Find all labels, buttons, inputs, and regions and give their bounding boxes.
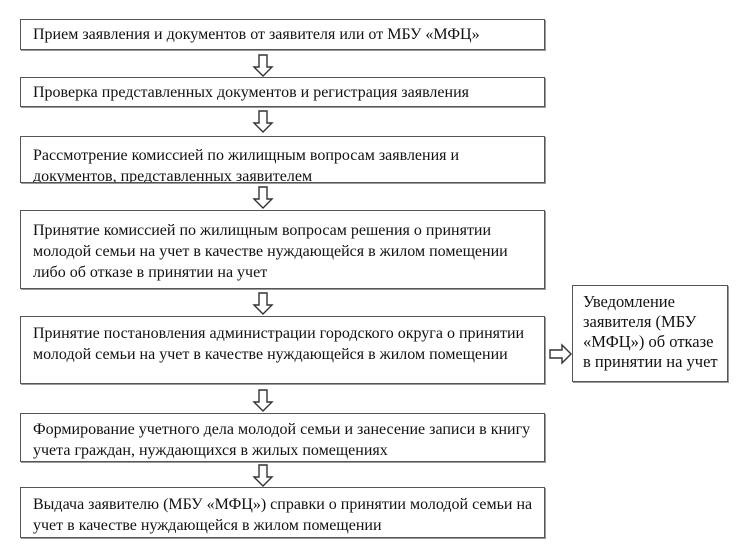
step-5-box: Принятие постановления администрации гор… (20, 316, 545, 384)
step-1-box: Прием заявления и документов от заявител… (20, 19, 545, 50)
down-arrow-icon (252, 389, 274, 412)
step-7-text: Выдача заявителю (МБУ «МФЦ») справки о п… (33, 496, 533, 534)
step-4-box: Принятие комиссией по жилищным вопросам … (20, 210, 545, 289)
down-arrow-icon (252, 464, 274, 487)
down-arrow-icon (252, 292, 274, 315)
step-5-text: Принятие постановления администрации гор… (33, 325, 525, 363)
step-7-box: Выдача заявителю (МБУ «МФЦ») справки о п… (20, 487, 545, 538)
right-arrow-icon (549, 343, 572, 365)
down-arrow-icon (252, 54, 274, 77)
down-arrow-icon (252, 186, 274, 209)
step-6-text: Формирование учетного дела молодой семьи… (33, 421, 531, 459)
step-2-box: Проверка представленных документов и рег… (20, 77, 545, 107)
step-3-text: Рассмотрение комиссией по жилищным вопро… (33, 147, 460, 183)
step-1-text: Прием заявления и документов от заявител… (33, 26, 480, 43)
step-3-box: Рассмотрение комиссией по жилищным вопро… (20, 136, 545, 183)
step-4-text: Принятие комиссией по жилищным вопросам … (33, 222, 508, 281)
down-arrow-icon (252, 110, 274, 133)
refusal-notice-text: Уведомление заявителя (МБУ «МФЦ») об отк… (583, 292, 718, 371)
refusal-notice-box: Уведомление заявителя (МБУ «МФЦ») об отк… (572, 285, 728, 382)
step-2-text: Проверка представленных документов и рег… (33, 84, 469, 101)
step-6-box: Формирование учетного дела молодой семьи… (20, 413, 545, 462)
